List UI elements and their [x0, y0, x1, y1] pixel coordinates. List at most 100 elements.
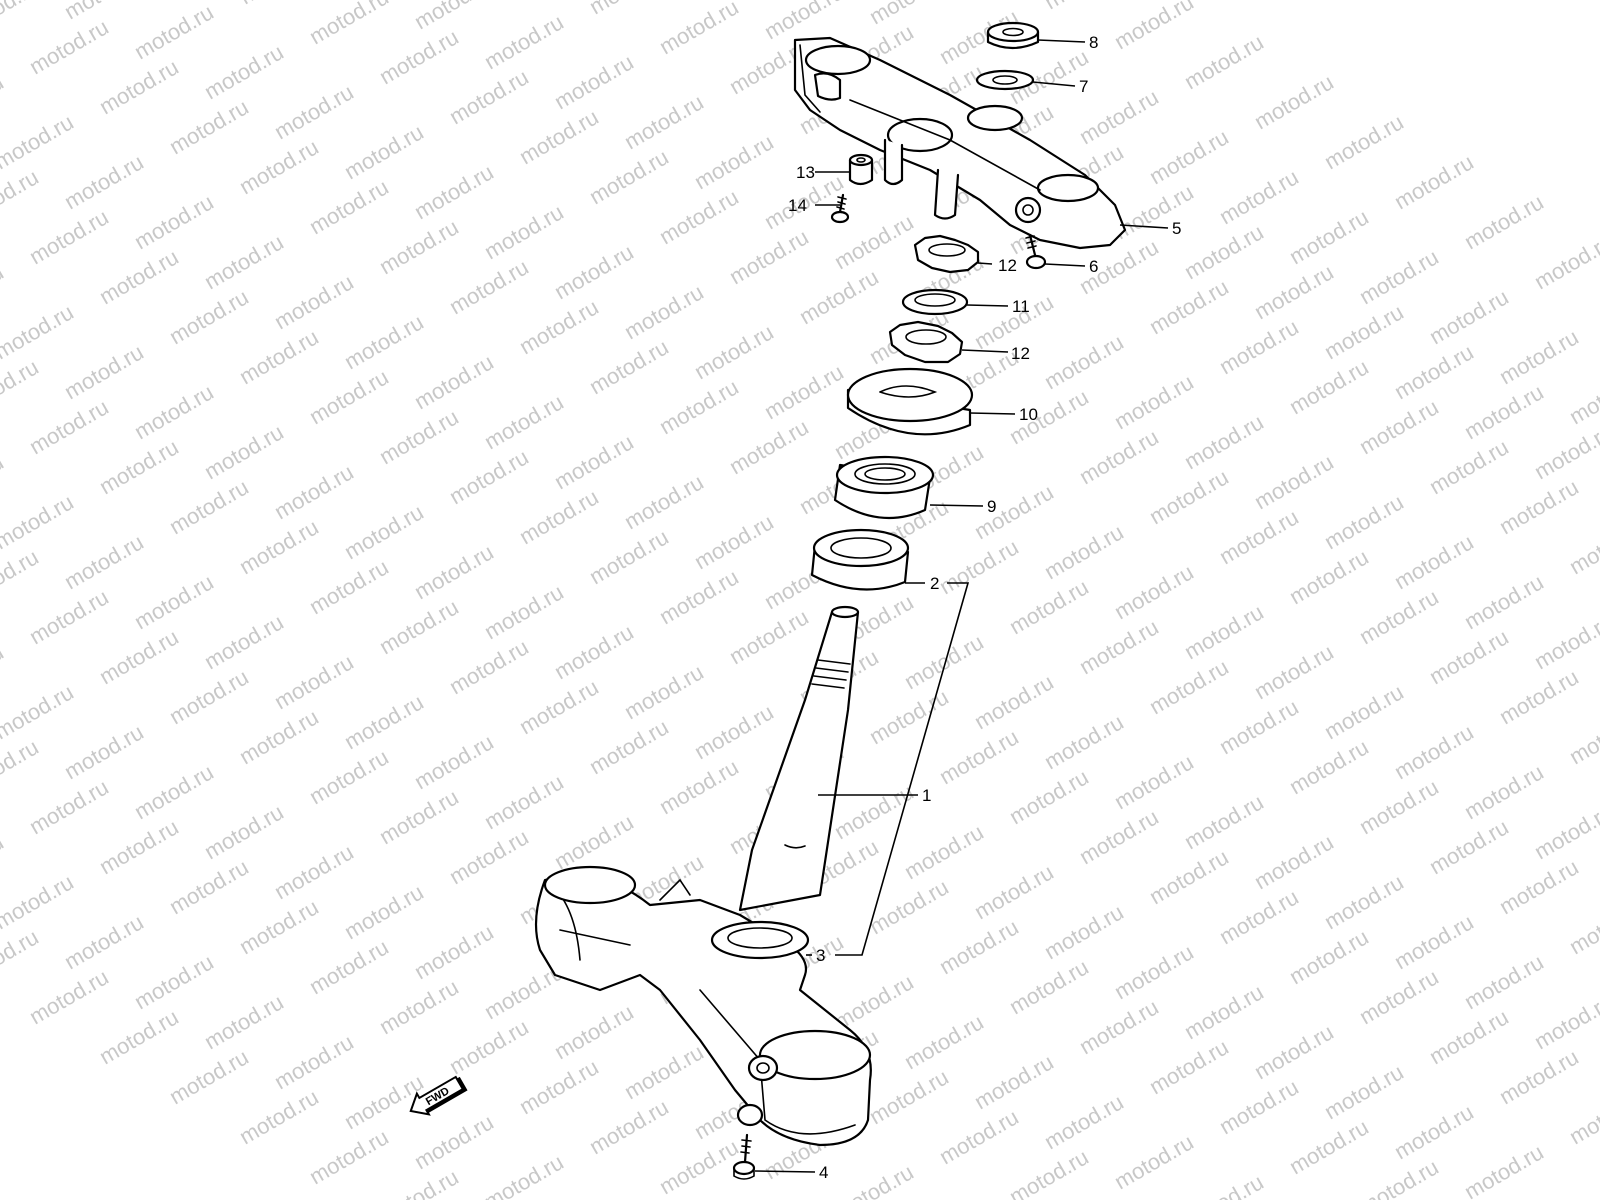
- watermark-text: motod.ru: [1530, 609, 1600, 674]
- watermark-text: motod.ru: [0, 679, 78, 744]
- watermark-text: motod.ru: [235, 894, 323, 959]
- watermark-text: motod.ru: [1040, 329, 1128, 394]
- upper-bracket-part-5: [793, 36, 1127, 250]
- callout-labels: 8 7 5 6 12 11 12 10 9 2 1 3 4 13 14: [788, 33, 1181, 1182]
- watermark-text: motod.ru: [760, 359, 848, 424]
- watermark-text: motod.ru: [1005, 574, 1093, 639]
- watermark-text: motod.ru: [585, 524, 673, 589]
- watermark-text: motod.ru: [515, 484, 603, 549]
- watermark-text: motod.ru: [1565, 704, 1600, 769]
- watermark-text: motod.ru: [1390, 339, 1478, 404]
- watermark-text: motod.ru: [935, 724, 1023, 789]
- watermark-text: motod.ru: [0, 544, 43, 609]
- watermark-text: motod.ru: [445, 1014, 533, 1079]
- watermark-text: motod.ru: [1460, 949, 1548, 1014]
- watermark-text: motod.ru: [0, 69, 8, 134]
- callout-8: 8: [1089, 33, 1098, 52]
- watermark-text: motod.ru: [1320, 299, 1408, 364]
- watermark-text: motod.ru: [1425, 814, 1513, 879]
- watermark-text: motod.ru: [515, 294, 603, 359]
- watermark-text: motod.ru: [1040, 519, 1128, 584]
- callout-11: 11: [1012, 297, 1030, 316]
- watermark-text: motod.ru: [480, 389, 568, 454]
- watermark-text: motod.ru: [1040, 709, 1128, 774]
- watermark-text: motod.ru: [1285, 204, 1373, 269]
- watermark-text: motod.ru: [935, 914, 1023, 979]
- steering-stem-part-1: [534, 605, 872, 1147]
- watermark-text: motod.ru: [25, 394, 113, 459]
- watermark-text: motod.ru: [130, 379, 218, 444]
- watermark-text: motod.ru: [1145, 274, 1233, 339]
- watermark-text: motod.ru: [1495, 324, 1583, 389]
- watermark-text: motod.ru: [165, 664, 253, 729]
- callout-5: 5: [1172, 219, 1181, 238]
- watermark-text: motod.ru: [25, 584, 113, 649]
- watermark-text: motod.ru: [725, 224, 813, 289]
- callout-13: 13: [796, 163, 815, 182]
- watermark-text: motod.ru: [130, 949, 218, 1014]
- watermark-text: motod.ru: [480, 199, 568, 264]
- callout-3: 3: [816, 946, 825, 965]
- watermark-text: motod.ru: [1495, 1044, 1583, 1109]
- watermark-text: motod.ru: [165, 854, 253, 919]
- bolt-part-14: [830, 193, 850, 224]
- watermark-text: motod.ru: [1425, 1004, 1513, 1069]
- callout-2: 2: [930, 574, 939, 593]
- watermark-text: motod.ru: [445, 634, 533, 699]
- watermark-text: motod.ru: [305, 554, 393, 619]
- watermark-text: motod.ru: [305, 934, 393, 999]
- watermark-text: motod.ru: [410, 729, 498, 794]
- watermark-text: motod.ru: [0, 354, 43, 419]
- watermark-text: motod.ru: [270, 649, 358, 714]
- watermark-text: motod.ru: [620, 89, 708, 154]
- watermark-text: motod.ru: [1355, 1154, 1443, 1200]
- watermark-text: motod.ru: [130, 189, 218, 254]
- watermark-text: motod.ru: [95, 1004, 183, 1069]
- callout-14: 14: [788, 196, 807, 215]
- watermark-text: motod.ru: [410, 349, 498, 414]
- watermark-text: motod.ru: [1320, 1059, 1408, 1124]
- watermark-text: motod.ru: [0, 299, 78, 364]
- watermark-text: motod.ru: [200, 799, 288, 864]
- seal-part-3: [710, 920, 810, 960]
- watermark-text: motod.ru: [200, 989, 288, 1054]
- watermark-text: motod.ru: [445, 64, 533, 129]
- watermark-text: motod.ru: [725, 604, 813, 669]
- watermark-text: motod.ru: [550, 809, 638, 874]
- watermark-text: motod.ru: [1180, 1169, 1268, 1200]
- watermark-text: motod.ru: [1495, 474, 1583, 539]
- watermark-text: motod.ru: [515, 1054, 603, 1119]
- watermark-text: motod.ru: [1355, 774, 1443, 839]
- watermark-text: motod.ru: [375, 784, 463, 849]
- watermark-text: motod.ru: [95, 434, 183, 499]
- watermark-text: motod.ru: [620, 1039, 708, 1104]
- watermark-text: motod.ru: [410, 0, 498, 34]
- watermark-text: motod.ru: [1460, 189, 1548, 254]
- watermark-text: motod.ru: [725, 414, 813, 479]
- watermark-text: motod.ru: [1460, 759, 1548, 824]
- callout-6: 6: [1089, 257, 1098, 276]
- watermark-text: motod.ru: [550, 239, 638, 304]
- watermark-text: motod.ru: [1250, 829, 1338, 894]
- watermark-text: motod.ru: [1495, 664, 1583, 729]
- watermark-text: motod.ru: [1005, 1144, 1093, 1200]
- watermark-text: motod.ru: [1040, 1089, 1128, 1154]
- watermark-text: motod.ru: [1145, 1034, 1233, 1099]
- watermark-text: motod.ru: [1250, 639, 1338, 704]
- watermark-text: motod.ru: [515, 104, 603, 169]
- bolt-part-4: [732, 1133, 756, 1180]
- watermark-text: motod.ru: [690, 129, 778, 194]
- watermark-text: motod.ru: [0, 109, 78, 174]
- watermark-text: motod.ru: [690, 509, 778, 574]
- watermark-text: motod.ru: [1145, 654, 1233, 719]
- watermark-text: motod.ru: [1565, 1084, 1600, 1149]
- watermark-text: motod.ru: [1460, 379, 1548, 444]
- watermark-text: motod.ru: [1425, 434, 1513, 499]
- leader-lines: [754, 39, 1169, 1173]
- watermark-text: motod.ru: [1460, 1139, 1548, 1200]
- watermark-text: motod.ru: [25, 14, 113, 79]
- watermark-text: motod.ru: [445, 444, 533, 509]
- watermark-text: motod.ru: [0, 829, 8, 894]
- watermark-text: motod.ru: [375, 404, 463, 469]
